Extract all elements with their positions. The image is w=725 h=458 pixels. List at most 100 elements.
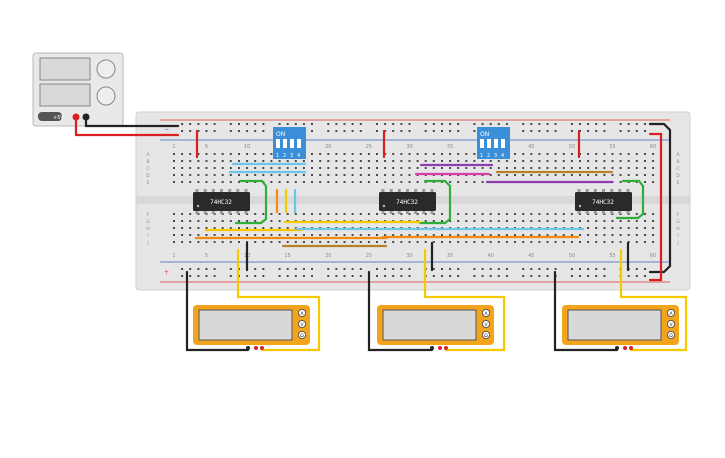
row-letter: H	[676, 226, 679, 232]
wire-red-rail-loop[interactable]	[648, 132, 663, 282]
meter-mode-ohm-button[interactable]	[297, 330, 306, 339]
column-number: 5	[205, 144, 208, 150]
column-number: 25	[366, 144, 372, 150]
meter-mode-ohm-label: Ω	[669, 333, 673, 339]
supply-voltage-label: +5V	[53, 115, 64, 121]
meter-mode-v-label: V	[300, 322, 304, 328]
meter-mode-v-button[interactable]	[481, 319, 490, 328]
column-number: 35	[447, 253, 453, 259]
wire-green-3[interactable]	[615, 179, 645, 220]
row-letter: B	[146, 159, 149, 165]
dip-on-label: ON	[480, 131, 489, 138]
meter-mode-ohm-label: Ω	[484, 333, 488, 339]
column-number: 45	[528, 253, 534, 259]
meter-com-port[interactable]	[246, 346, 250, 350]
rail-minus-label: −	[164, 126, 169, 133]
row-letter: E	[677, 180, 680, 186]
meter-mode-a-label: A	[669, 311, 673, 317]
dip-pos-2: 2	[487, 153, 490, 159]
row-letter: G	[146, 219, 150, 225]
meter-com-port[interactable]	[430, 346, 434, 350]
chip-label: 74HC32	[396, 199, 418, 206]
wire-green-2[interactable]	[418, 179, 452, 225]
chip-pins	[381, 189, 434, 214]
dip-pos-4: 4	[501, 153, 504, 159]
wire-red-supply[interactable]	[74, 115, 180, 137]
column-number: 1	[172, 253, 175, 259]
meter-mode-v-label: V	[484, 322, 488, 328]
meter-v-port[interactable]	[438, 346, 442, 350]
meter-mode-ohm-button[interactable]	[667, 330, 676, 339]
chip-label: 74HC32	[592, 199, 614, 206]
row-letter: I	[147, 233, 148, 239]
meter-mode-ohm-button[interactable]	[481, 330, 490, 339]
probe-black-3[interactable]	[553, 270, 619, 352]
multimeter-3[interactable]: A V Ω	[562, 305, 679, 350]
dip-pos-1: 1	[480, 153, 483, 159]
dip-pos-4: 4	[297, 153, 300, 159]
chip-74hc32-3[interactable]: 74HC32	[575, 192, 632, 211]
column-number: 20	[325, 253, 331, 259]
dip-on-label: ON	[276, 131, 285, 138]
column-number: 25	[366, 253, 372, 259]
chip-74hc32-1[interactable]: 74HC32	[193, 192, 250, 211]
probe-yellow-3[interactable]	[619, 248, 688, 352]
meter-mode-ohm-label: Ω	[300, 333, 304, 339]
meter-v-port[interactable]	[254, 346, 258, 350]
chip-label: 74HC32	[210, 199, 232, 206]
probe-yellow-2[interactable]	[423, 248, 506, 352]
dip-pos-1: 1	[276, 153, 279, 159]
column-number: 5	[205, 253, 208, 259]
probe-wires	[185, 248, 688, 352]
dip-switch-2[interactable]: ON 1 2 3 4	[477, 127, 510, 159]
wire-black-supply[interactable]	[84, 115, 180, 128]
column-number: 30	[406, 144, 412, 150]
meter-a-port[interactable]	[444, 346, 448, 350]
column-number: 40	[488, 253, 494, 259]
probe-black-2[interactable]	[367, 270, 434, 352]
column-number: 15	[285, 253, 291, 259]
wire-green-1[interactable]	[234, 179, 268, 225]
column-number: 20	[325, 144, 331, 150]
meter-com-port[interactable]	[615, 346, 619, 350]
row-letter: F	[147, 212, 150, 218]
row-letter: C	[676, 166, 679, 172]
meter-mode-v-button[interactable]	[297, 319, 306, 328]
multimeter-1[interactable]: A V Ω	[193, 305, 310, 350]
column-number: 50	[569, 253, 575, 259]
meter-mode-a-label: A	[300, 311, 304, 317]
row-letter: H	[146, 226, 149, 232]
probe-yellow-1[interactable]	[236, 248, 321, 352]
row-letter: B	[676, 159, 679, 165]
rail-plus-label: +	[164, 269, 169, 276]
column-number: 1	[172, 144, 175, 150]
column-number: 60	[650, 144, 656, 150]
column-number: 35	[447, 144, 453, 150]
row-letter: A	[676, 152, 680, 158]
power-supply[interactable]: +5V	[32, 52, 124, 127]
meter-a-port[interactable]	[629, 346, 633, 350]
row-letter: J	[676, 240, 678, 246]
row-letter: A	[146, 152, 150, 158]
probe-black-1[interactable]	[185, 270, 250, 352]
meter-mode-a-label: A	[484, 311, 488, 317]
meter-v-port[interactable]	[623, 346, 627, 350]
meter-mode-a-button[interactable]	[481, 308, 490, 317]
meter-mode-a-button[interactable]	[667, 308, 676, 317]
breadboard-wires	[74, 115, 672, 282]
multimeter-2[interactable]: A V Ω	[377, 305, 494, 350]
column-number: 55	[609, 253, 615, 259]
meter-a-port[interactable]	[260, 346, 264, 350]
row-letter: F	[677, 212, 680, 218]
meter-mode-v-button[interactable]	[667, 319, 676, 328]
chip-74hc32-2[interactable]: 74HC32	[379, 192, 436, 211]
dip-switch-1[interactable]: ON 1 2 3 4	[273, 127, 306, 159]
dip-pos-3: 3	[494, 153, 497, 159]
dip-pos-3: 3	[290, 153, 293, 159]
column-number: 55	[609, 144, 615, 150]
meter-mode-a-button[interactable]	[297, 308, 306, 317]
row-letter: D	[146, 173, 150, 179]
